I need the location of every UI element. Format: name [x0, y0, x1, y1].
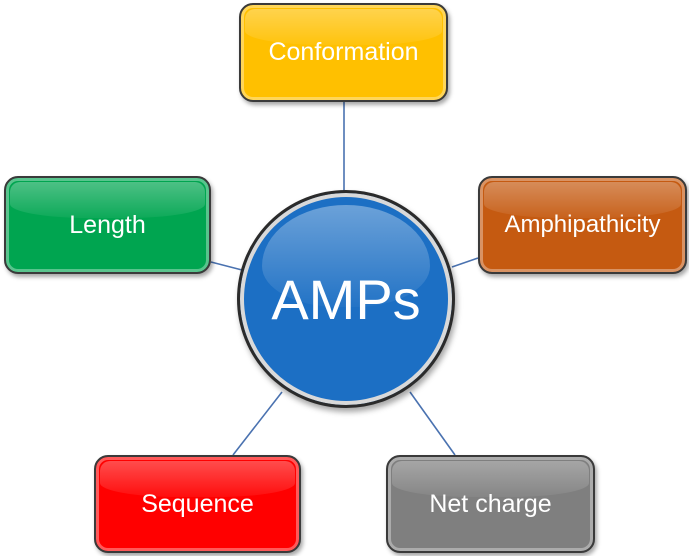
node-length-label: Length: [69, 210, 146, 239]
connector-length: [210, 261, 243, 271]
node-net-charge-label: Net charge: [429, 489, 552, 518]
connector-netcharge: [409, 391, 456, 456]
node-conformation: Conformation: [239, 3, 448, 102]
node-net-charge: Net charge: [386, 455, 595, 553]
node-length: Length: [4, 176, 211, 274]
center-hub-label: AMPs: [271, 267, 421, 331]
node-sequence: Sequence: [94, 455, 301, 553]
node-sequence-label: Sequence: [141, 489, 254, 518]
node-amphipathicity: Amphipathicity: [478, 176, 687, 274]
connector-amphipathicity: [451, 257, 479, 268]
node-amphipathicity-label: Amphipathicity: [504, 211, 661, 238]
connector-sequence: [232, 391, 283, 456]
node-conformation-label: Conformation: [268, 38, 419, 66]
center-hub-amps: AMPs: [237, 190, 455, 408]
